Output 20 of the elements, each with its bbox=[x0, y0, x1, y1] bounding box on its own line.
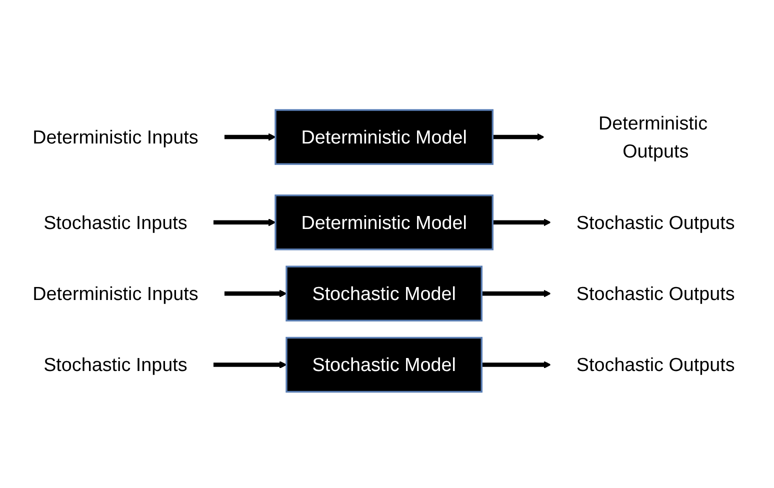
node-text: Deterministic Outputs bbox=[598, 112, 708, 162]
arrow bbox=[213, 218, 276, 226]
node-text: Deterministic Inputs bbox=[32, 126, 198, 148]
arrow bbox=[492, 133, 544, 141]
node-text: Stochastic Outputs bbox=[576, 283, 735, 304]
node-box: Deterministic Model bbox=[274, 194, 494, 250]
arrow bbox=[492, 218, 552, 226]
arrow bbox=[482, 361, 552, 369]
node-text: Stochastic Outputs bbox=[576, 354, 735, 376]
node-text: Stochastic Outputs bbox=[576, 212, 735, 234]
node-box: Stochastic Model bbox=[286, 266, 483, 322]
arrow bbox=[482, 290, 552, 298]
node-text: Stochastic Inputs bbox=[44, 354, 188, 376]
arrow bbox=[224, 133, 276, 141]
arrow bbox=[213, 361, 287, 369]
node-box: Deterministic Model bbox=[274, 109, 494, 166]
node-text: Deterministic Inputs bbox=[32, 283, 198, 304]
node-text: Stochastic Inputs bbox=[44, 212, 188, 234]
node-box: Stochastic Model bbox=[286, 337, 483, 393]
arrow bbox=[224, 290, 287, 298]
